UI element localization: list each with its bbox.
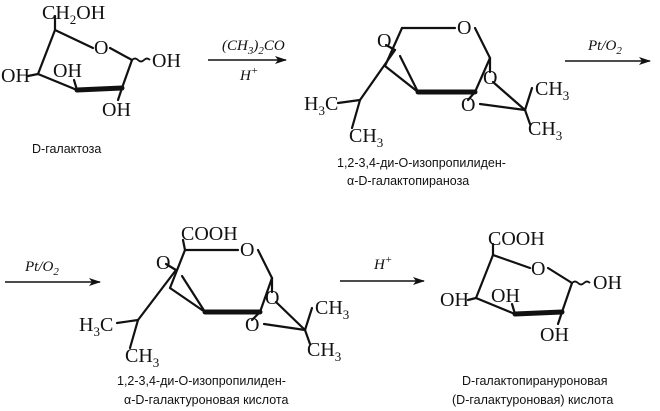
- diacetonide-ch3-label-b: CH3: [535, 78, 569, 103]
- reaction-step-3: Pt/O2: [5, 259, 101, 286]
- galacturonic-oh-c4: OH: [440, 289, 469, 311]
- diacetonide-oxygen-c2: O: [461, 94, 475, 116]
- step2-reagent: Pt/O2: [587, 38, 622, 57]
- galacturonic-oh-c2: OH: [540, 324, 569, 346]
- diacetonide-name-line2: α-D-галактопираноза: [347, 174, 469, 188]
- acetonide-acid-ch3-label-a: CH3: [125, 345, 159, 370]
- acetonide-acid-cooh-label: COOH: [181, 223, 238, 245]
- galacturonic-cooh-label: COOH: [488, 228, 545, 250]
- galactose-oh-c1: OH: [152, 50, 181, 72]
- step1-reagent: (CH3)2CO: [222, 38, 285, 57]
- galacturonic-oh-c3: OH: [491, 285, 520, 307]
- acetonide-acid-ch3-label-c: CH3: [307, 339, 341, 364]
- acetonide-acid-structure: COOH O O O O H3C CH3 CH3 CH3 1,2-3,4-ди-…: [79, 223, 349, 407]
- acetonide-acid-h3c-label: H3C: [79, 314, 113, 339]
- acetonide-acid-oxygen-c1: O: [265, 287, 279, 309]
- diacetonide-oxygen-c1: O: [483, 67, 497, 89]
- diacetonide-oxygen-c4: O: [377, 30, 391, 52]
- diacetonide-structure: O O O O H3C CH3 CH3 CH3 1,2-3,4-ди-O-изо…: [304, 17, 569, 188]
- acetonide-acid-name-line1: 1,2-3,4-ди-O-изопропилиден-: [117, 374, 286, 388]
- galactose-structure: CH2OH O OH OH OH OH D-галактоза: [1, 2, 181, 156]
- galactose-name: D-галактоза: [32, 142, 101, 156]
- reaction-step-2: Pt/O2: [565, 38, 651, 65]
- acetonide-acid-ring-oxygen: O: [240, 239, 254, 261]
- galactose-oh-c4: OH: [1, 65, 30, 87]
- galacturonic-name-line1: D-галактопирануроновая: [462, 374, 607, 388]
- galacturonic-name-line2: (D-галактуроновая) кислота: [452, 393, 613, 407]
- acetonide-acid-oxygen-c2: O: [245, 314, 259, 336]
- galactose-oh-c2: OH: [102, 99, 131, 121]
- acetonide-acid-name-line2: α-D-галактуроновая кислота: [124, 393, 288, 407]
- galacturonic-structure: COOH O OH OH OH OH D-галактопирануронова…: [440, 228, 622, 407]
- galactose-oh-c3: OH: [53, 60, 82, 82]
- diacetonide-h3c-label: H3C: [304, 93, 338, 118]
- reaction-step-4: H+: [340, 254, 425, 285]
- step3-reagent: Pt/O2: [24, 259, 59, 278]
- diacetonide-ch3-label-c: CH3: [528, 118, 562, 143]
- diacetonide-name-line1: 1,2-3,4-ди-O-изопропилиден-: [337, 156, 506, 170]
- galacturonic-oh-c1: OH: [593, 272, 622, 294]
- reaction-step-1: (CH3)2CO H+: [208, 38, 287, 84]
- galactose-ch2oh-label: CH2OH: [42, 2, 105, 27]
- galacturonic-ring-oxygen: O: [531, 258, 545, 280]
- acetonide-acid-oxygen-c4: O: [156, 252, 170, 274]
- acetonide-acid-ch3-label-b: CH3: [315, 297, 349, 322]
- step4-catalyst: H+: [373, 254, 392, 273]
- step1-catalyst: H+: [239, 65, 258, 84]
- diacetonide-ring-oxygen: O: [457, 17, 471, 39]
- galactose-ring-oxygen: O: [94, 37, 108, 59]
- diacetonide-ch3-label-a: CH3: [349, 125, 383, 150]
